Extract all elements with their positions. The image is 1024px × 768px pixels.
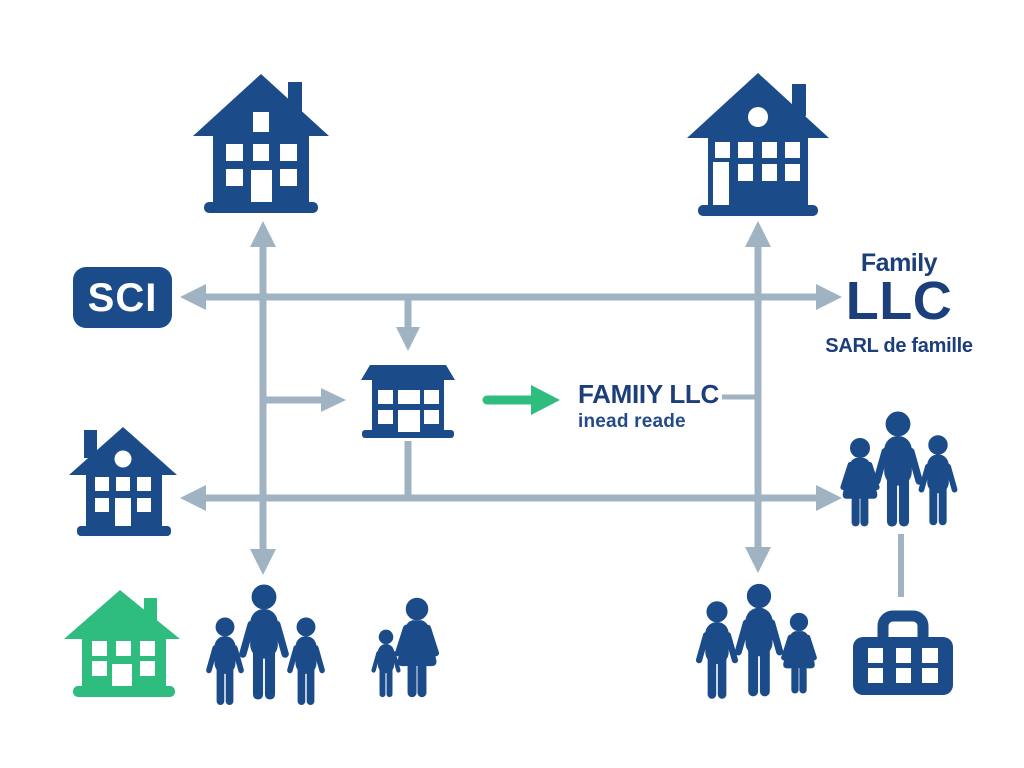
arrowhead-left-icon	[180, 485, 206, 511]
family-icon-middle-right	[840, 408, 962, 530]
center-title-text: FAMIIY LLC	[578, 379, 719, 409]
center-subtitle-text: inead reade	[578, 411, 686, 432]
top-horizontal-arrow	[180, 284, 842, 310]
briefcase-icon-bottom-right	[853, 610, 953, 695]
llc-text: LLC	[845, 271, 953, 332]
arrowhead-left-icon	[180, 284, 206, 310]
sarl-de-famille-text: SARL de famille	[825, 334, 973, 357]
green-house-icon-bottom-left	[64, 590, 180, 697]
arrowhead-right-icon	[816, 284, 842, 310]
house-icon-top-right	[687, 73, 829, 216]
arrowhead-up-icon	[250, 221, 276, 247]
arrowhead-down-icon	[396, 327, 420, 351]
center-llc-label: FAMIIY LLC inead reade	[578, 381, 719, 433]
arrowhead-right-icon	[816, 485, 842, 511]
arrowhead-down-icon	[250, 549, 276, 575]
father-two-boys-icon-bottom-left	[208, 583, 328, 707]
sci-badge: SCI	[73, 267, 172, 328]
arrowhead-right-icon	[321, 388, 346, 412]
family-text: Family	[860, 249, 938, 277]
family-llc-label: Family LLC SARL de famille	[825, 249, 973, 358]
house-icon-middle-left	[69, 427, 177, 536]
arrowhead-down-icon	[745, 547, 771, 573]
family-icon-bottom-right	[694, 581, 824, 702]
arrowhead-up-icon	[745, 221, 771, 247]
bottom-horizontal-arrow	[180, 485, 842, 511]
storefront-building-icon-center	[361, 365, 455, 438]
sci-label: SCI	[87, 275, 158, 320]
green-arrow-icon	[482, 385, 560, 415]
house-icon-top-left	[193, 74, 329, 213]
branch-right-arrow	[264, 388, 346, 412]
mother-child-icon-bottom-left	[365, 598, 443, 702]
center-down-arrow	[396, 297, 420, 351]
